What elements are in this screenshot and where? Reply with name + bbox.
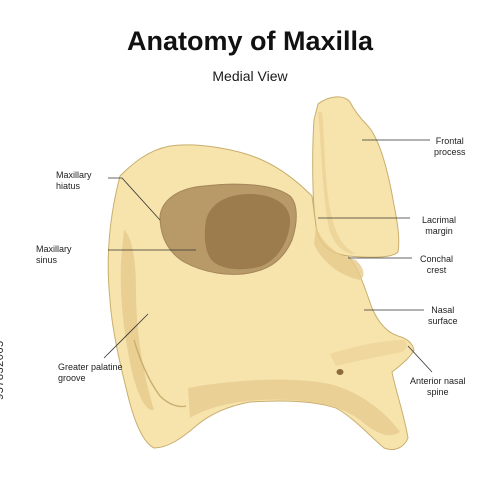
label-anterior-nasal-spine: Anterior nasal spine	[410, 376, 466, 397]
stock-image-id: 957832065	[0, 340, 6, 400]
leader-greater-palatine-groove	[103, 313, 149, 359]
label-maxillary-hiatus: Maxillary hiatus	[56, 170, 92, 191]
leader-anterior-nasal-spine	[407, 345, 433, 373]
label-lacrimal-margin: Lacrimal margin	[422, 215, 457, 236]
page-subtitle: Medial View	[212, 68, 288, 84]
greater-palatine-groove-shape	[133, 339, 187, 408]
page-title: Anatomy of Maxilla	[126, 26, 374, 56]
label-maxillary-sinus: Maxillary sinus	[36, 244, 72, 265]
incisive-foramen	[336, 369, 344, 375]
maxilla-bone	[107, 96, 415, 451]
label-nasal-surface: Nasal surface	[428, 305, 458, 326]
label-conchal-crest: Conchal crest	[420, 254, 454, 275]
leader-lines	[103, 139, 433, 373]
label-greater-palatine-groove: Greater palatine groove	[58, 362, 123, 383]
shadow-spine	[330, 340, 407, 366]
shadow-frontal-process	[318, 112, 356, 254]
label-frontal-process: Frontal process	[434, 136, 466, 157]
leader-maxillary-hiatus	[108, 177, 161, 221]
maxillary-sinus-shape	[204, 194, 290, 270]
shadow-lower-medial	[188, 379, 400, 436]
shadow-left-edge	[120, 230, 154, 411]
shadow-conchal	[314, 226, 364, 280]
